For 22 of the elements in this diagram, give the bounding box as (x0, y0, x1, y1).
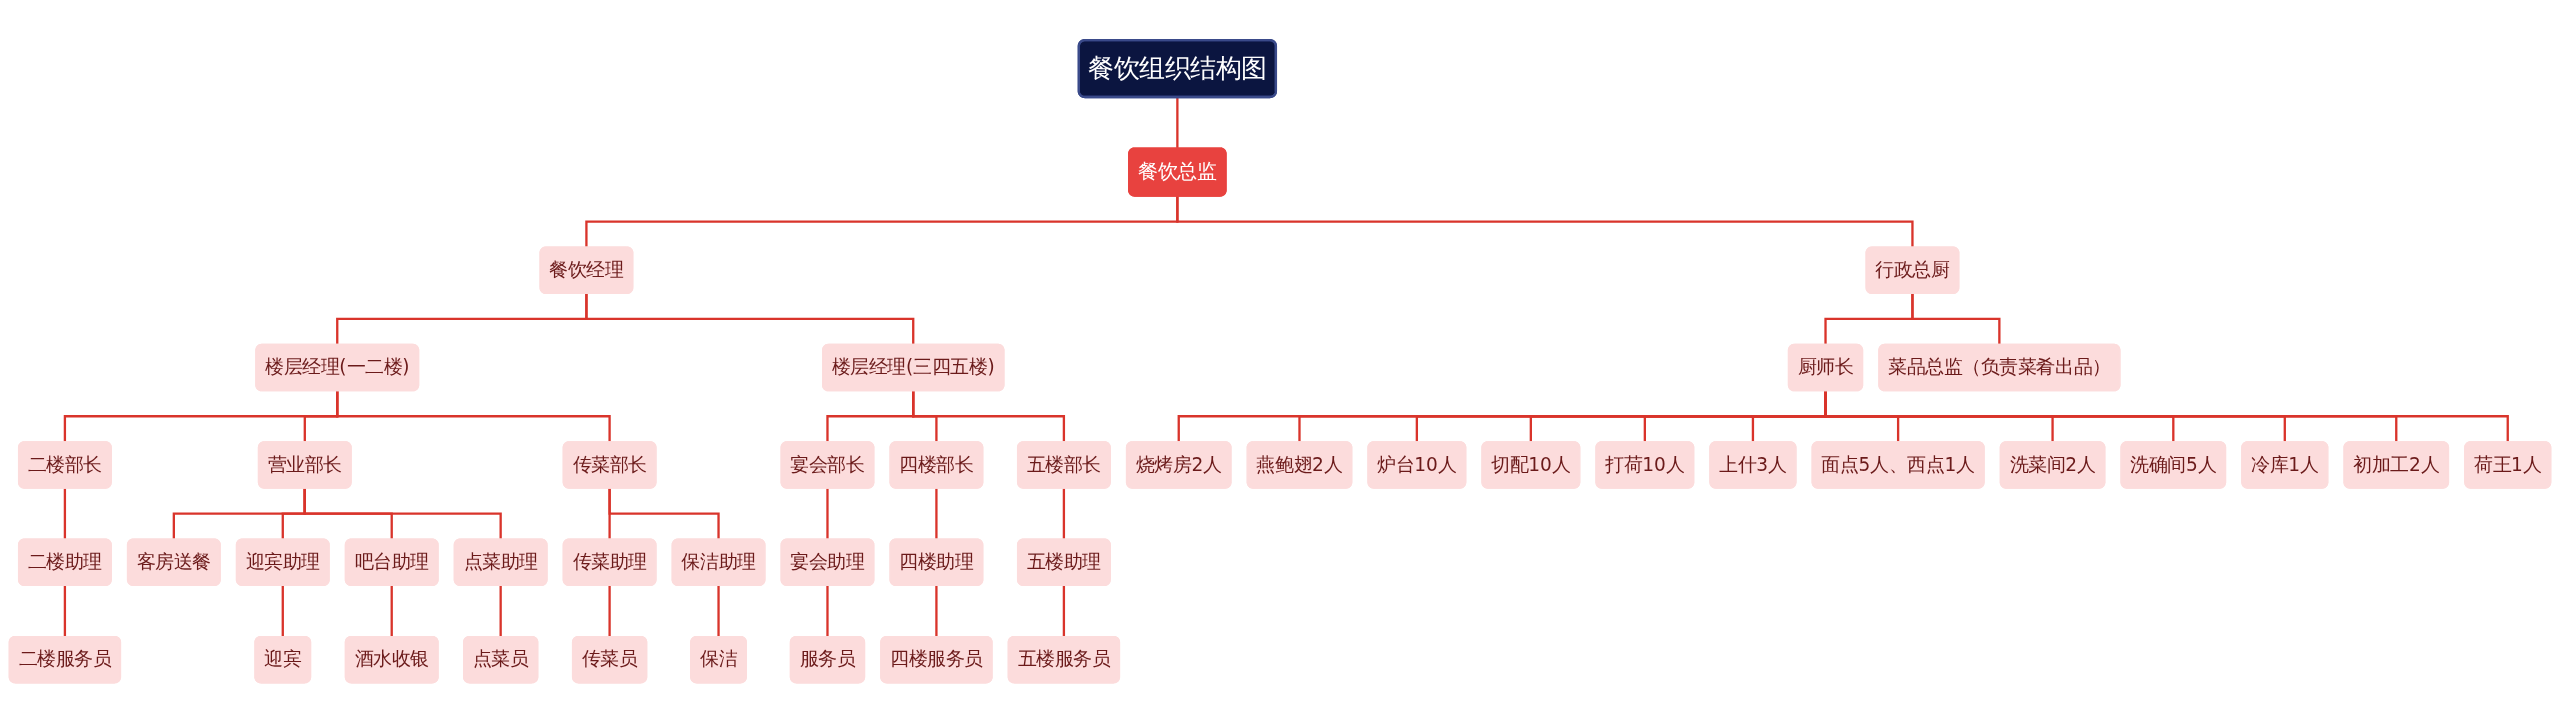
connector (1176, 96, 1179, 148)
connector (281, 585, 284, 637)
connector (826, 585, 829, 637)
connector (1062, 585, 1066, 637)
connector (390, 585, 393, 637)
connector (826, 488, 829, 540)
connector (336, 390, 611, 442)
connector (935, 488, 938, 540)
connector (303, 488, 502, 540)
connector (585, 293, 915, 345)
connector (63, 488, 67, 540)
connector (935, 585, 938, 637)
connector (608, 488, 720, 540)
connector (1062, 488, 1066, 540)
connector (1911, 293, 2001, 345)
connector (717, 585, 720, 637)
connector (1176, 196, 1914, 248)
connector (63, 585, 67, 637)
connector (912, 390, 1066, 442)
connector (608, 585, 611, 637)
connector (1824, 390, 2509, 442)
connector (499, 585, 502, 637)
